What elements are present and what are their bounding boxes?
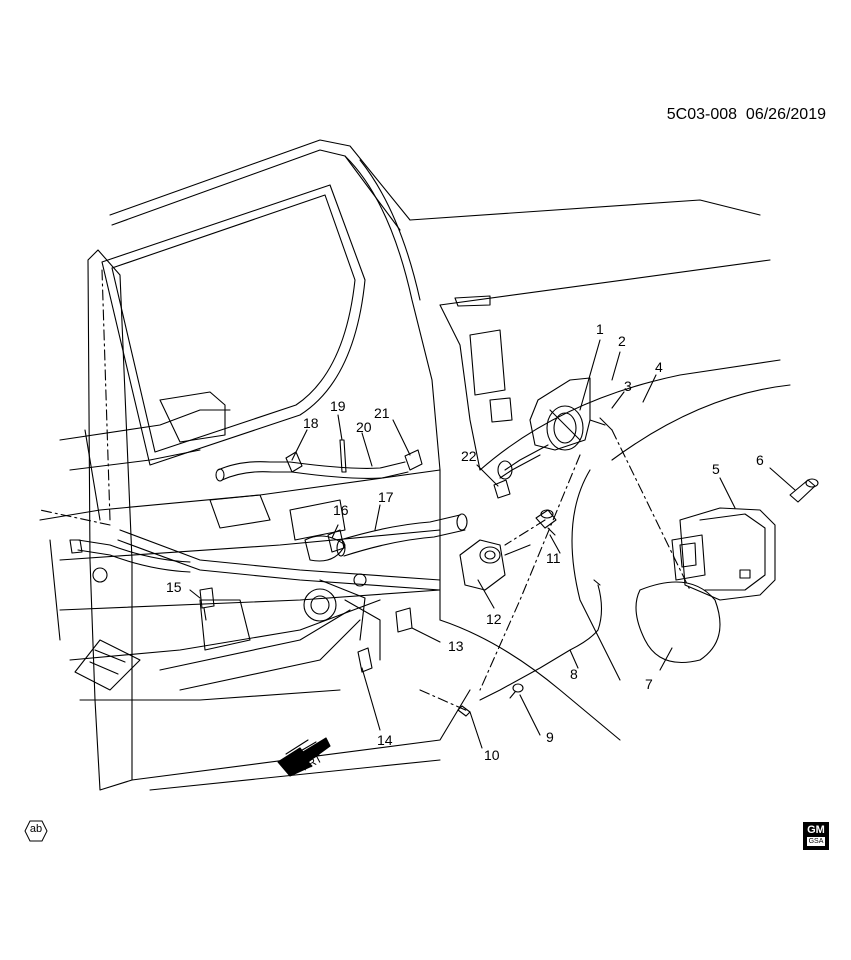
callout-leader-lines [39,269,796,749]
reference-number: 5C03-008 [666,106,738,123]
bolt-9 [509,683,524,699]
callout-4: 4 [655,359,663,375]
pin-19 [339,439,347,473]
callout-8: 8 [570,666,578,682]
fuel-door [635,581,721,664]
fill-hose-17 [336,513,468,557]
cab-body-outline [39,139,791,791]
clip-21 [404,449,423,471]
clip-16 [327,529,345,553]
callout-2: 2 [618,333,626,349]
ab-badge-label: ab [29,823,43,835]
callout-6: 6 [756,452,764,468]
clip-14 [357,647,373,673]
callout-19: 19 [330,398,346,414]
callout-11: 11 [546,550,561,566]
callout-22: 22 [461,448,477,464]
gm-logo-icon: GM GSA [803,822,829,850]
clip-15 [199,587,215,621]
callout-numbers: 1 2 3 4 5 6 7 8 9 10 11 12 13 14 15 16 1… [166,321,764,763]
callout-12: 12 [486,611,502,627]
clip-13 [395,607,413,633]
callout-5: 5 [712,461,720,477]
callout-9: 9 [546,729,554,745]
diagram-reference-code: 5C03-008 06/26/2019 [612,106,826,124]
callout-3: 3 [624,378,632,394]
reference-date: 06/26/2019 [745,106,826,123]
callout-17: 17 [378,489,394,505]
callout-10: 10 [484,747,500,763]
callout-21: 21 [374,405,390,421]
callout-14: 14 [377,732,393,748]
release-cable [479,579,603,701]
callout-16: 16 [333,502,349,518]
actuator-11 [535,509,557,536]
vent-hose-20 [215,461,409,482]
callout-15: 15 [166,579,182,595]
callout-20: 20 [356,419,372,435]
gm-logo-text: GM [807,824,825,836]
front-direction-arrow [277,737,331,777]
callout-7: 7 [645,676,653,692]
fuel-door-housing [671,507,776,601]
callout-1: 1 [596,321,604,337]
fuel-filler-neck-housing [497,377,613,480]
ab-badge-icon [24,820,48,842]
gm-logo-subtext: GSA [807,837,825,846]
fuel-cap [789,478,819,503]
solenoid-12 [459,539,531,591]
clip-18 [285,451,303,473]
clip-22 [493,479,511,499]
callout-18: 18 [303,415,319,431]
callout-13: 13 [448,638,464,654]
clip-10 [457,705,471,717]
